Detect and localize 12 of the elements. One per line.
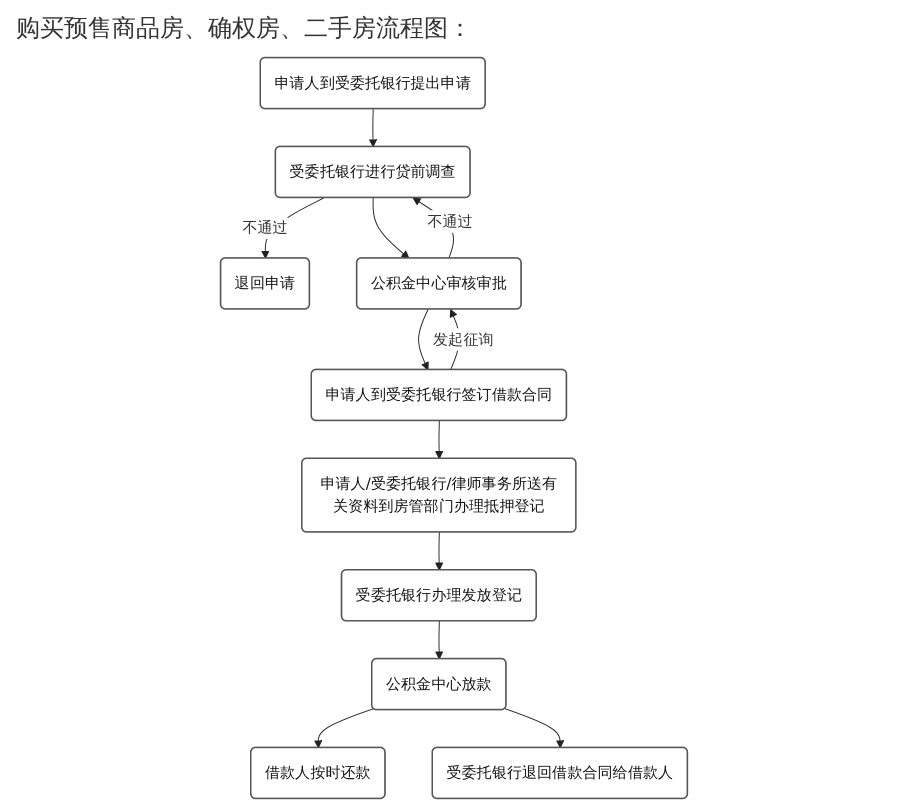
arrow: [368, 108, 377, 148]
arrow: [434, 620, 443, 660]
edge-label: 不通过: [426, 212, 472, 230]
arrow: [434, 532, 443, 571]
arrow: [434, 420, 443, 460]
edge-label: 发起征询: [432, 330, 494, 348]
arrow: [504, 708, 564, 748]
diagram-title: 购买预售商品房、确权房、二手房流程图：: [16, 13, 473, 44]
arrow: [314, 708, 374, 748]
arrow: [418, 308, 428, 370]
edge-label: 不通过: [242, 218, 288, 236]
arrow: [372, 197, 409, 259]
